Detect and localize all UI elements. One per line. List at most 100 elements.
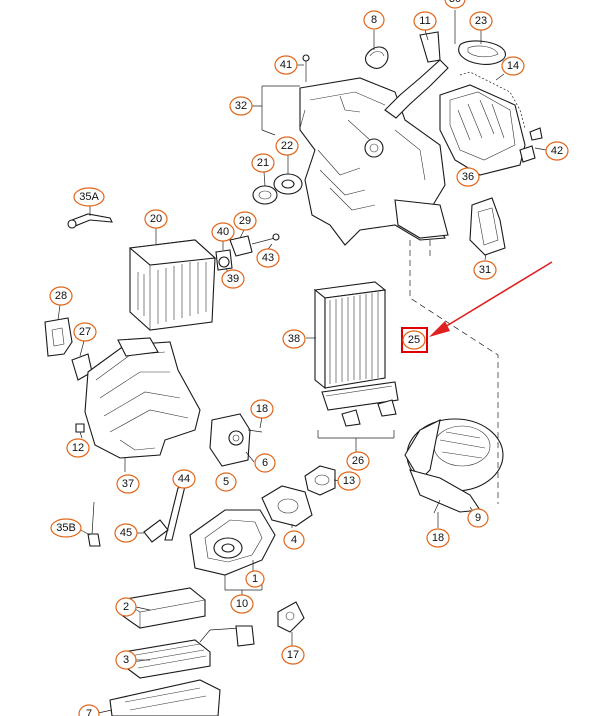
callout-label-1: 1: [245, 570, 265, 588]
svg-text:21: 21: [257, 157, 269, 169]
svg-text:10: 10: [236, 598, 248, 610]
heat-exchanger-part: [128, 239, 217, 331]
upper-housing-part: [299, 77, 449, 246]
callout-label-31: 31: [473, 260, 497, 280]
svg-text:42: 42: [551, 145, 563, 157]
callout-label-28: 28: [49, 286, 73, 306]
svg-text:5: 5: [223, 476, 229, 488]
svg-text:45: 45: [120, 527, 132, 539]
svg-text:12: 12: [72, 442, 84, 454]
callout-label-10: 10: [230, 594, 254, 614]
svg-text:7: 7: [86, 708, 92, 716]
callout-label-4: 4: [283, 530, 305, 550]
svg-text:36: 36: [462, 171, 474, 183]
callout-label-5: 5: [215, 472, 237, 492]
svg-text:30: 30: [449, 0, 461, 5]
assembly-dash-lines: [409, 240, 499, 504]
highlight-box: [401, 327, 428, 353]
callout-label-41: 41: [274, 55, 298, 75]
callout-label-42: 42: [545, 141, 569, 161]
callout-label-2: 2: [115, 597, 137, 617]
callout-label-37: 37: [116, 474, 140, 494]
callout-label-40: 40: [211, 222, 235, 242]
callout-label-12: 12: [66, 438, 90, 458]
callout-label-44: 44: [172, 469, 196, 489]
callout-label-29: 29: [233, 211, 257, 231]
svg-text:44: 44: [178, 473, 190, 485]
svg-text:4: 4: [291, 534, 297, 546]
callout-label-21: 21: [251, 153, 275, 173]
air-duct-part: [384, 31, 449, 119]
callout-label-39: 39: [221, 269, 245, 289]
clip-part: [519, 127, 543, 163]
svg-text:22: 22: [281, 140, 293, 152]
svg-text:8: 8: [371, 14, 377, 26]
callout-label-7: 7: [78, 704, 100, 716]
recirculation-housing-part: [439, 84, 526, 176]
callout-label-36: 36: [456, 167, 480, 187]
svg-text:41: 41: [280, 59, 292, 71]
lower-housing-part: [84, 337, 201, 459]
callout-label-13: 13: [337, 471, 361, 491]
highlight-annotation: [401, 261, 553, 353]
callout-label-18-upper: 18: [250, 399, 274, 419]
svg-text:35A: 35A: [79, 191, 99, 203]
svg-text:38: 38: [288, 333, 300, 345]
highlight-arrow-head: [429, 321, 450, 337]
highlight-arrow-shaft: [434, 261, 553, 334]
svg-text:17: 17: [287, 649, 299, 661]
sensor-35a-part: [67, 213, 113, 229]
callout-label-23: 23: [469, 11, 493, 31]
svg-text:11: 11: [419, 15, 430, 27]
svg-text:37: 37: [122, 478, 134, 490]
callout-label-32: 32: [229, 96, 253, 116]
callout-label-11: 11: [413, 11, 437, 31]
bracket-part: [44, 317, 73, 357]
lever-part: [143, 519, 169, 543]
callout-label-30: 30: [444, 0, 466, 9]
callout-label-45: 45: [114, 523, 138, 543]
svg-text:20: 20: [150, 213, 162, 225]
svg-text:26: 26: [352, 455, 364, 467]
svg-text:1: 1: [252, 573, 258, 585]
callout-label-22: 22: [275, 136, 299, 156]
callout-label-18-lower: 18: [426, 528, 450, 548]
callout-label-27: 27: [73, 322, 97, 342]
flange-part: [273, 173, 303, 195]
callout-label-43: 43: [256, 248, 280, 268]
ring-part: [252, 185, 278, 205]
svg-text:13: 13: [343, 475, 355, 487]
svg-text:31: 31: [479, 264, 491, 276]
svg-text:23: 23: [475, 15, 487, 27]
callout-label-8: 8: [363, 10, 385, 30]
svg-text:28: 28: [55, 290, 67, 302]
hose-connector-part: [304, 465, 336, 496]
svg-text:39: 39: [227, 273, 239, 285]
adapter-part: [261, 485, 313, 527]
flap-motor-part: [209, 413, 263, 467]
callout-label-14: 14: [501, 56, 525, 76]
blower-motor-part: [404, 418, 504, 513]
svg-text:40: 40: [217, 226, 229, 238]
callout-label-25: 25: [402, 330, 426, 350]
callout-label-17: 17: [281, 645, 305, 665]
svg-text:14: 14: [507, 60, 519, 72]
filter-frame-part: [321, 381, 399, 427]
callout-label-6: 6: [254, 453, 276, 473]
screw-part: [302, 54, 310, 82]
seal-frame-part: [189, 509, 276, 576]
seal-part: [364, 46, 389, 69]
svg-text:25: 25: [408, 334, 420, 346]
svg-text:29: 29: [239, 215, 251, 227]
heater-core-part: [123, 625, 255, 679]
temperature-sensor-part: [277, 601, 305, 633]
callout-label-3: 3: [115, 650, 137, 670]
svg-text:18: 18: [432, 532, 444, 544]
gasket-part: [458, 40, 526, 129]
pollen-filter-part: [313, 281, 387, 390]
callout-label-26: 26: [346, 451, 370, 471]
svg-text:9: 9: [475, 512, 481, 524]
svg-text:2: 2: [123, 601, 129, 613]
svg-text:18: 18: [256, 403, 268, 415]
